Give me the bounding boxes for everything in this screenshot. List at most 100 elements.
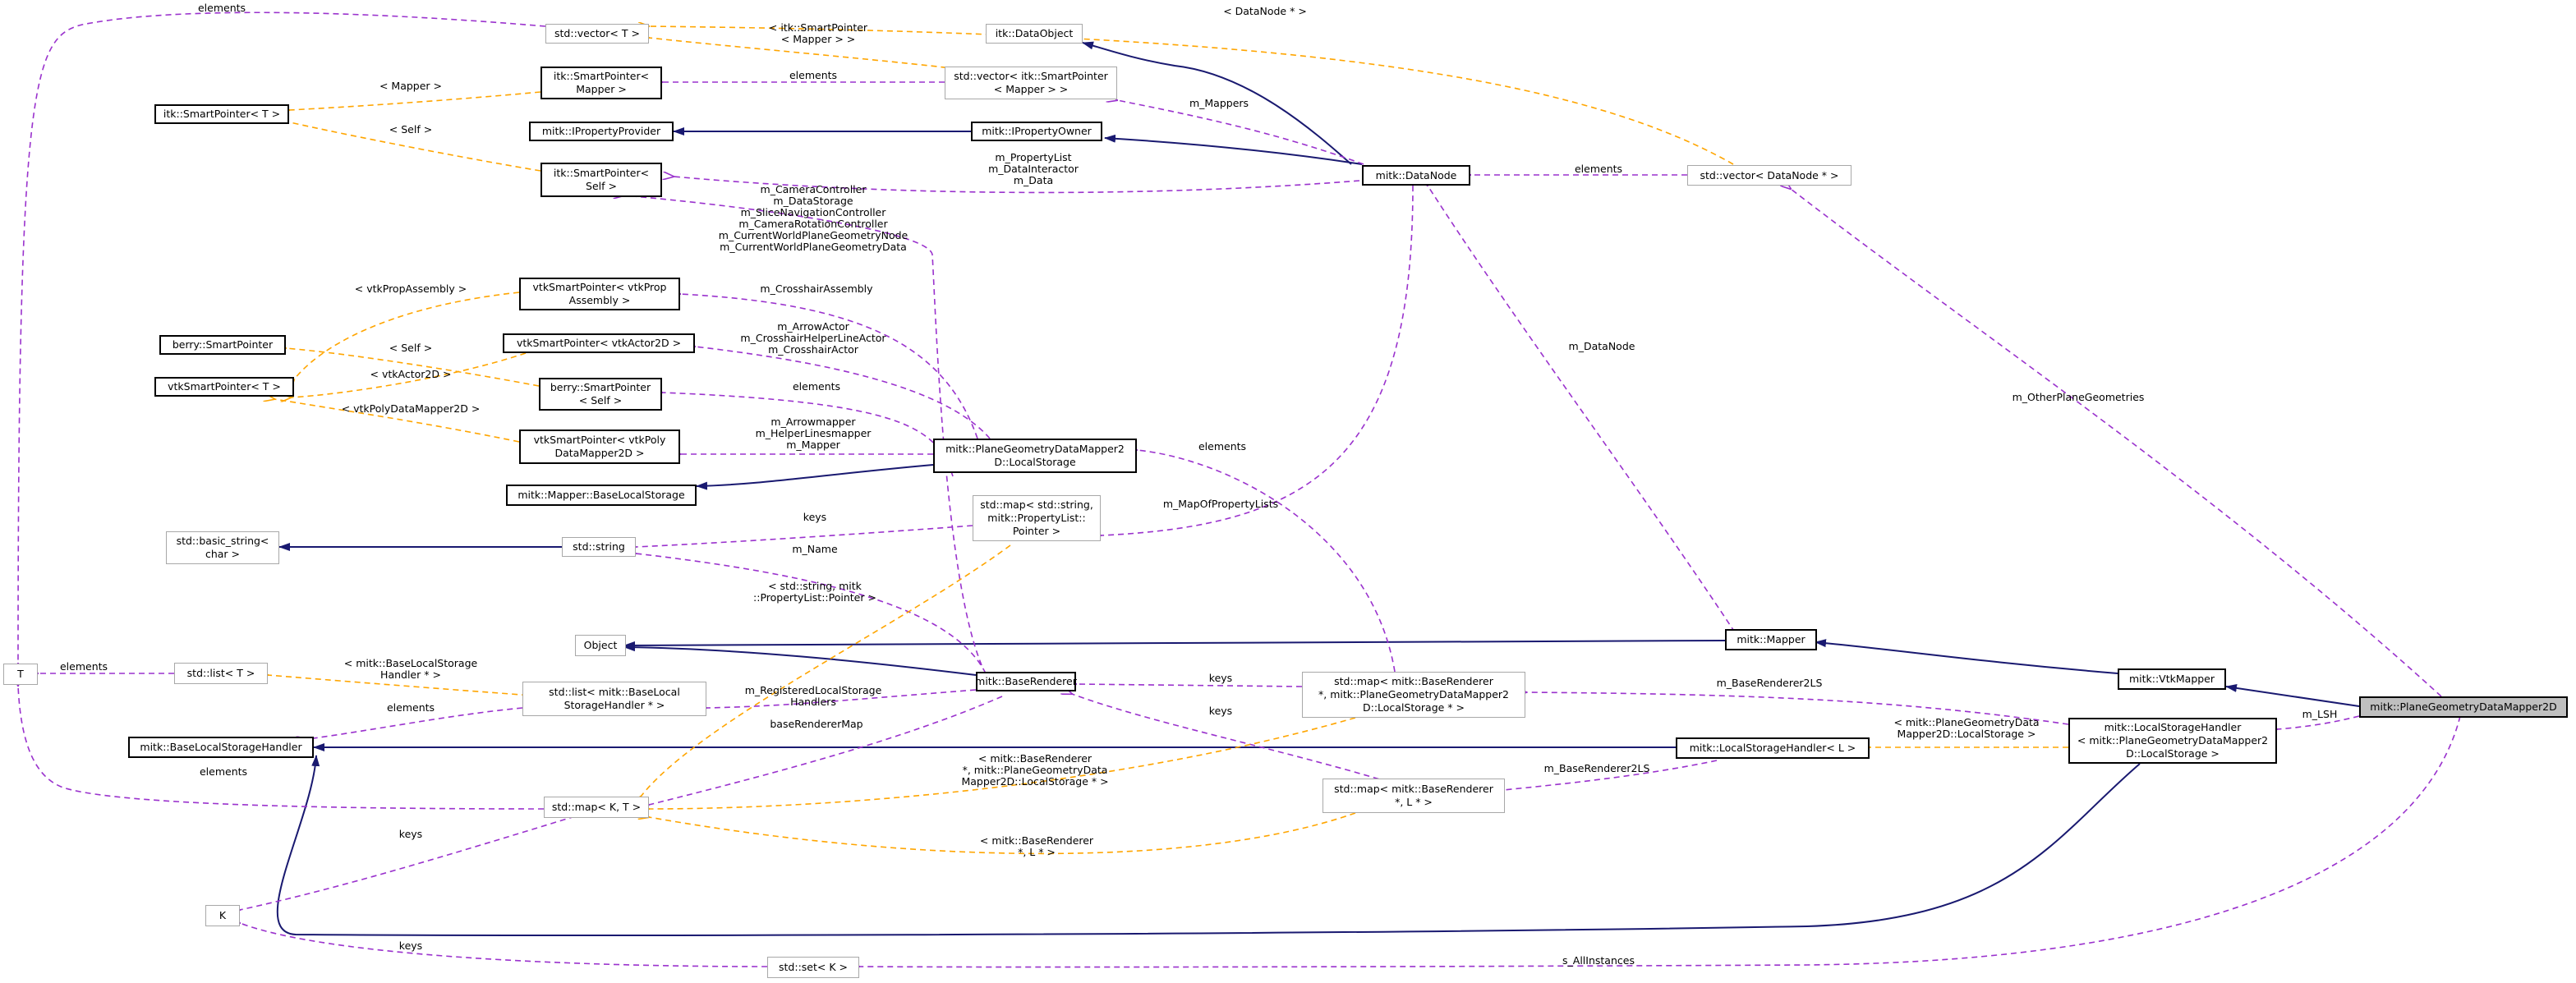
node-vtk-smartpointer-actor2d[interactable]: vtkSmartPointer< vtkActor2D > bbox=[503, 333, 695, 353]
edge-mapKT-T bbox=[18, 686, 545, 810]
label-string-prop-tmpl: < std::string, mitk::PropertyList::Point… bbox=[753, 580, 876, 604]
node-object[interactable]: Object bbox=[575, 635, 626, 656]
edge-focus-lshPG bbox=[2277, 715, 2360, 729]
node-vector-t[interactable]: std::vector< T > bbox=[545, 24, 649, 44]
label-elements-berry: elements bbox=[793, 380, 840, 393]
node-map-baserenderer-l[interactable]: std::map< mitk::BaseRenderer *, L * > bbox=[1322, 779, 1505, 813]
node-map-k-t[interactable]: std::map< K, T > bbox=[544, 797, 649, 818]
node-itk-dataobject[interactable]: itk::DataObject bbox=[986, 24, 1083, 44]
edge-baserenderer-mapKT bbox=[649, 696, 1003, 805]
edge-datanode-propertyowner bbox=[1104, 134, 1363, 165]
edge-lshL-mapBRL bbox=[1503, 760, 1718, 790]
label-m-lsh: m_LSH bbox=[2302, 708, 2338, 720]
node-mitk-mapper[interactable]: mitk::Mapper bbox=[1725, 629, 1817, 650]
label-elements-itkMapper: elements bbox=[789, 69, 837, 81]
node-basic-string[interactable]: std::basic_string< char > bbox=[166, 531, 279, 564]
edge-baserenderer-string bbox=[636, 554, 987, 674]
node-localstoragehandler-planegeometry[interactable]: mitk::LocalStorageHandler < mitk::PlaneG… bbox=[2068, 718, 2277, 764]
label-keys-br: keys bbox=[1209, 672, 1232, 684]
label-m-otherplane: m_OtherPlaneGeometries bbox=[2012, 391, 2145, 403]
label-elements-blsh: elements bbox=[387, 701, 435, 714]
label-m-br2ls-L: m_BaseRenderer2LS bbox=[1544, 762, 1650, 774]
edge-mapper-datanode bbox=[1428, 186, 1736, 633]
node-baselocalstoragehandler[interactable]: mitk::BaseLocalStorageHandler bbox=[128, 737, 314, 758]
edge-focus-setK bbox=[859, 715, 2461, 967]
edge-mapstringprop-string bbox=[636, 525, 973, 547]
edge-mapKT-K bbox=[240, 815, 576, 910]
label-polymapper-tmpl: < vtkPolyDataMapper2D > bbox=[342, 402, 481, 415]
label-m-baserenderer2ls: m_BaseRenderer2LS bbox=[1717, 677, 1823, 689]
label-keys-setK: keys bbox=[399, 939, 422, 952]
node-planegeometrydatamapper2d[interactable]: mitk::PlaneGeometryDataMapper2D bbox=[2359, 696, 2568, 718]
edge-localstorage-vtkactor bbox=[695, 347, 991, 439]
label-elements-ls: elements bbox=[1198, 440, 1246, 452]
edge-mapBRL-mapKT bbox=[649, 813, 1356, 855]
node-itk-smartpointer-mapper[interactable]: itk::SmartPointer< Mapper > bbox=[540, 67, 662, 99]
label-keys-K: keys bbox=[399, 828, 422, 840]
node-berry-smartpointer-self[interactable]: berry::SmartPointer < Self > bbox=[539, 378, 662, 411]
edge-localstorage-vtkprop bbox=[680, 294, 978, 439]
label-m-crosshair: m_CrosshairAssembly bbox=[760, 282, 873, 295]
edge-datanode-vectorSPMapper bbox=[1117, 100, 1364, 165]
label-keys-br2: keys bbox=[1209, 705, 1232, 717]
edge-vtkprop-vtkSPT bbox=[294, 292, 520, 379]
edge-baserenderer-listBLSH bbox=[706, 689, 977, 708]
node-mapper-baselocalstorage[interactable]: mitk::Mapper::BaseLocalStorage bbox=[506, 485, 697, 506]
label-m-mapofprop: m_MapOfPropertyLists bbox=[1163, 498, 1278, 510]
node-mitk-baserenderer[interactable]: mitk::BaseRenderer bbox=[975, 672, 1077, 691]
node-vector-datanode[interactable]: std::vector< DataNode * > bbox=[1687, 165, 1852, 186]
node-vtk-smartpointer-polydatamapper2d[interactable]: vtkSmartPointer< vtkPoly DataMapper2D > bbox=[519, 429, 680, 464]
node-vtk-smartpointer-propassembly[interactable]: vtkSmartPointer< vtkProp Assembly > bbox=[519, 278, 680, 310]
edge-vtkpoly-vtkSPT bbox=[274, 399, 520, 443]
edge-baserenderer-object bbox=[623, 643, 977, 676]
node-vtk-smartpointer-t[interactable]: vtkSmartPointer< T > bbox=[154, 377, 294, 397]
label-vtkprop-tmpl: < vtkPropAssembly > bbox=[355, 282, 467, 295]
node-berry-smartpointer[interactable]: berry::SmartPointer bbox=[159, 335, 286, 355]
edge-itkSPMapper-itkSPT bbox=[289, 91, 541, 110]
node-mitk-ipropertyowner[interactable]: mitk::IPropertyOwner bbox=[971, 122, 1102, 141]
label-baserenderermap: baseRendererMap bbox=[770, 718, 862, 730]
edge-labels: elements < itk::SmartPointer< Mapper > >… bbox=[60, 2, 2337, 967]
edge-mapBRL-baserenderer bbox=[1072, 694, 1389, 783]
edge-mapBRLS-mapKT bbox=[649, 717, 1356, 809]
label-elements-vecT-T: elements bbox=[198, 2, 246, 14]
edge-baserenderer-itkSPSelf bbox=[624, 195, 982, 666]
edge-mapBRLS-localstorage bbox=[1137, 450, 1396, 673]
node-itk-smartpointer-t[interactable]: itk::SmartPointer< T > bbox=[154, 104, 289, 124]
edge-vectorSPMapper-vectorT bbox=[649, 38, 987, 73]
edge-listBLSH-listT bbox=[268, 675, 568, 699]
node-itk-smartpointer-self[interactable]: itk::SmartPointer< Self > bbox=[540, 163, 662, 197]
node-map-string-propertylist[interactable]: std::map< std::string, mitk::PropertyLis… bbox=[973, 495, 1101, 541]
label-m-mappers: m_Mappers bbox=[1189, 97, 1249, 109]
node-mitk-vtkmapper[interactable]: mitk::VtkMapper bbox=[2118, 668, 2226, 690]
label-elements-listT: elements bbox=[60, 660, 108, 673]
node-std-string[interactable]: std::string bbox=[562, 537, 636, 557]
node-mitk-datanode[interactable]: mitk::DataNode bbox=[1362, 165, 1470, 186]
node-map-baserenderer-localstorage[interactable]: std::map< mitk::BaseRenderer *, mitk::Pl… bbox=[1302, 672, 1525, 718]
label-keys-string: keys bbox=[803, 511, 826, 523]
edge-focus-vtkmapper bbox=[2225, 683, 2360, 707]
label-br-L-tmpl: < mitk::BaseRenderer*, L * > bbox=[980, 834, 1094, 858]
edge-lshPG-baselsh bbox=[276, 755, 2141, 936]
node-list-baselocalstoragehandler[interactable]: std::list< mitk::BaseLocal StorageHandle… bbox=[522, 682, 706, 716]
node-mitk-ipropertyprovider[interactable]: mitk::IPropertyProvider bbox=[529, 122, 674, 141]
usage-edges bbox=[18, 11, 2461, 967]
node-list-t[interactable]: std::list< T > bbox=[174, 663, 268, 684]
node-set-k[interactable]: std::set< K > bbox=[767, 957, 859, 978]
edge-mapstringprop-mapKT bbox=[641, 544, 1011, 797]
node-k[interactable]: K bbox=[205, 905, 240, 926]
label-m-name: m_Name bbox=[792, 543, 838, 555]
edge-vtkmapper-mapper bbox=[1815, 639, 2118, 674]
label-mapper-tmpl: < Mapper > bbox=[380, 80, 442, 92]
node-t[interactable]: T bbox=[3, 664, 38, 685]
label-m-datanode: m_DataNode bbox=[1569, 340, 1635, 352]
node-localstoragehandler-l[interactable]: mitk::LocalStorageHandler< L > bbox=[1676, 737, 1870, 759]
node-planegeometry-localstorage[interactable]: mitk::PlaneGeometryDataMapper2 D::LocalS… bbox=[933, 439, 1137, 473]
node-vector-smartpointer-mapper[interactable]: std::vector< itk::SmartPointer < Mapper … bbox=[945, 67, 1117, 99]
